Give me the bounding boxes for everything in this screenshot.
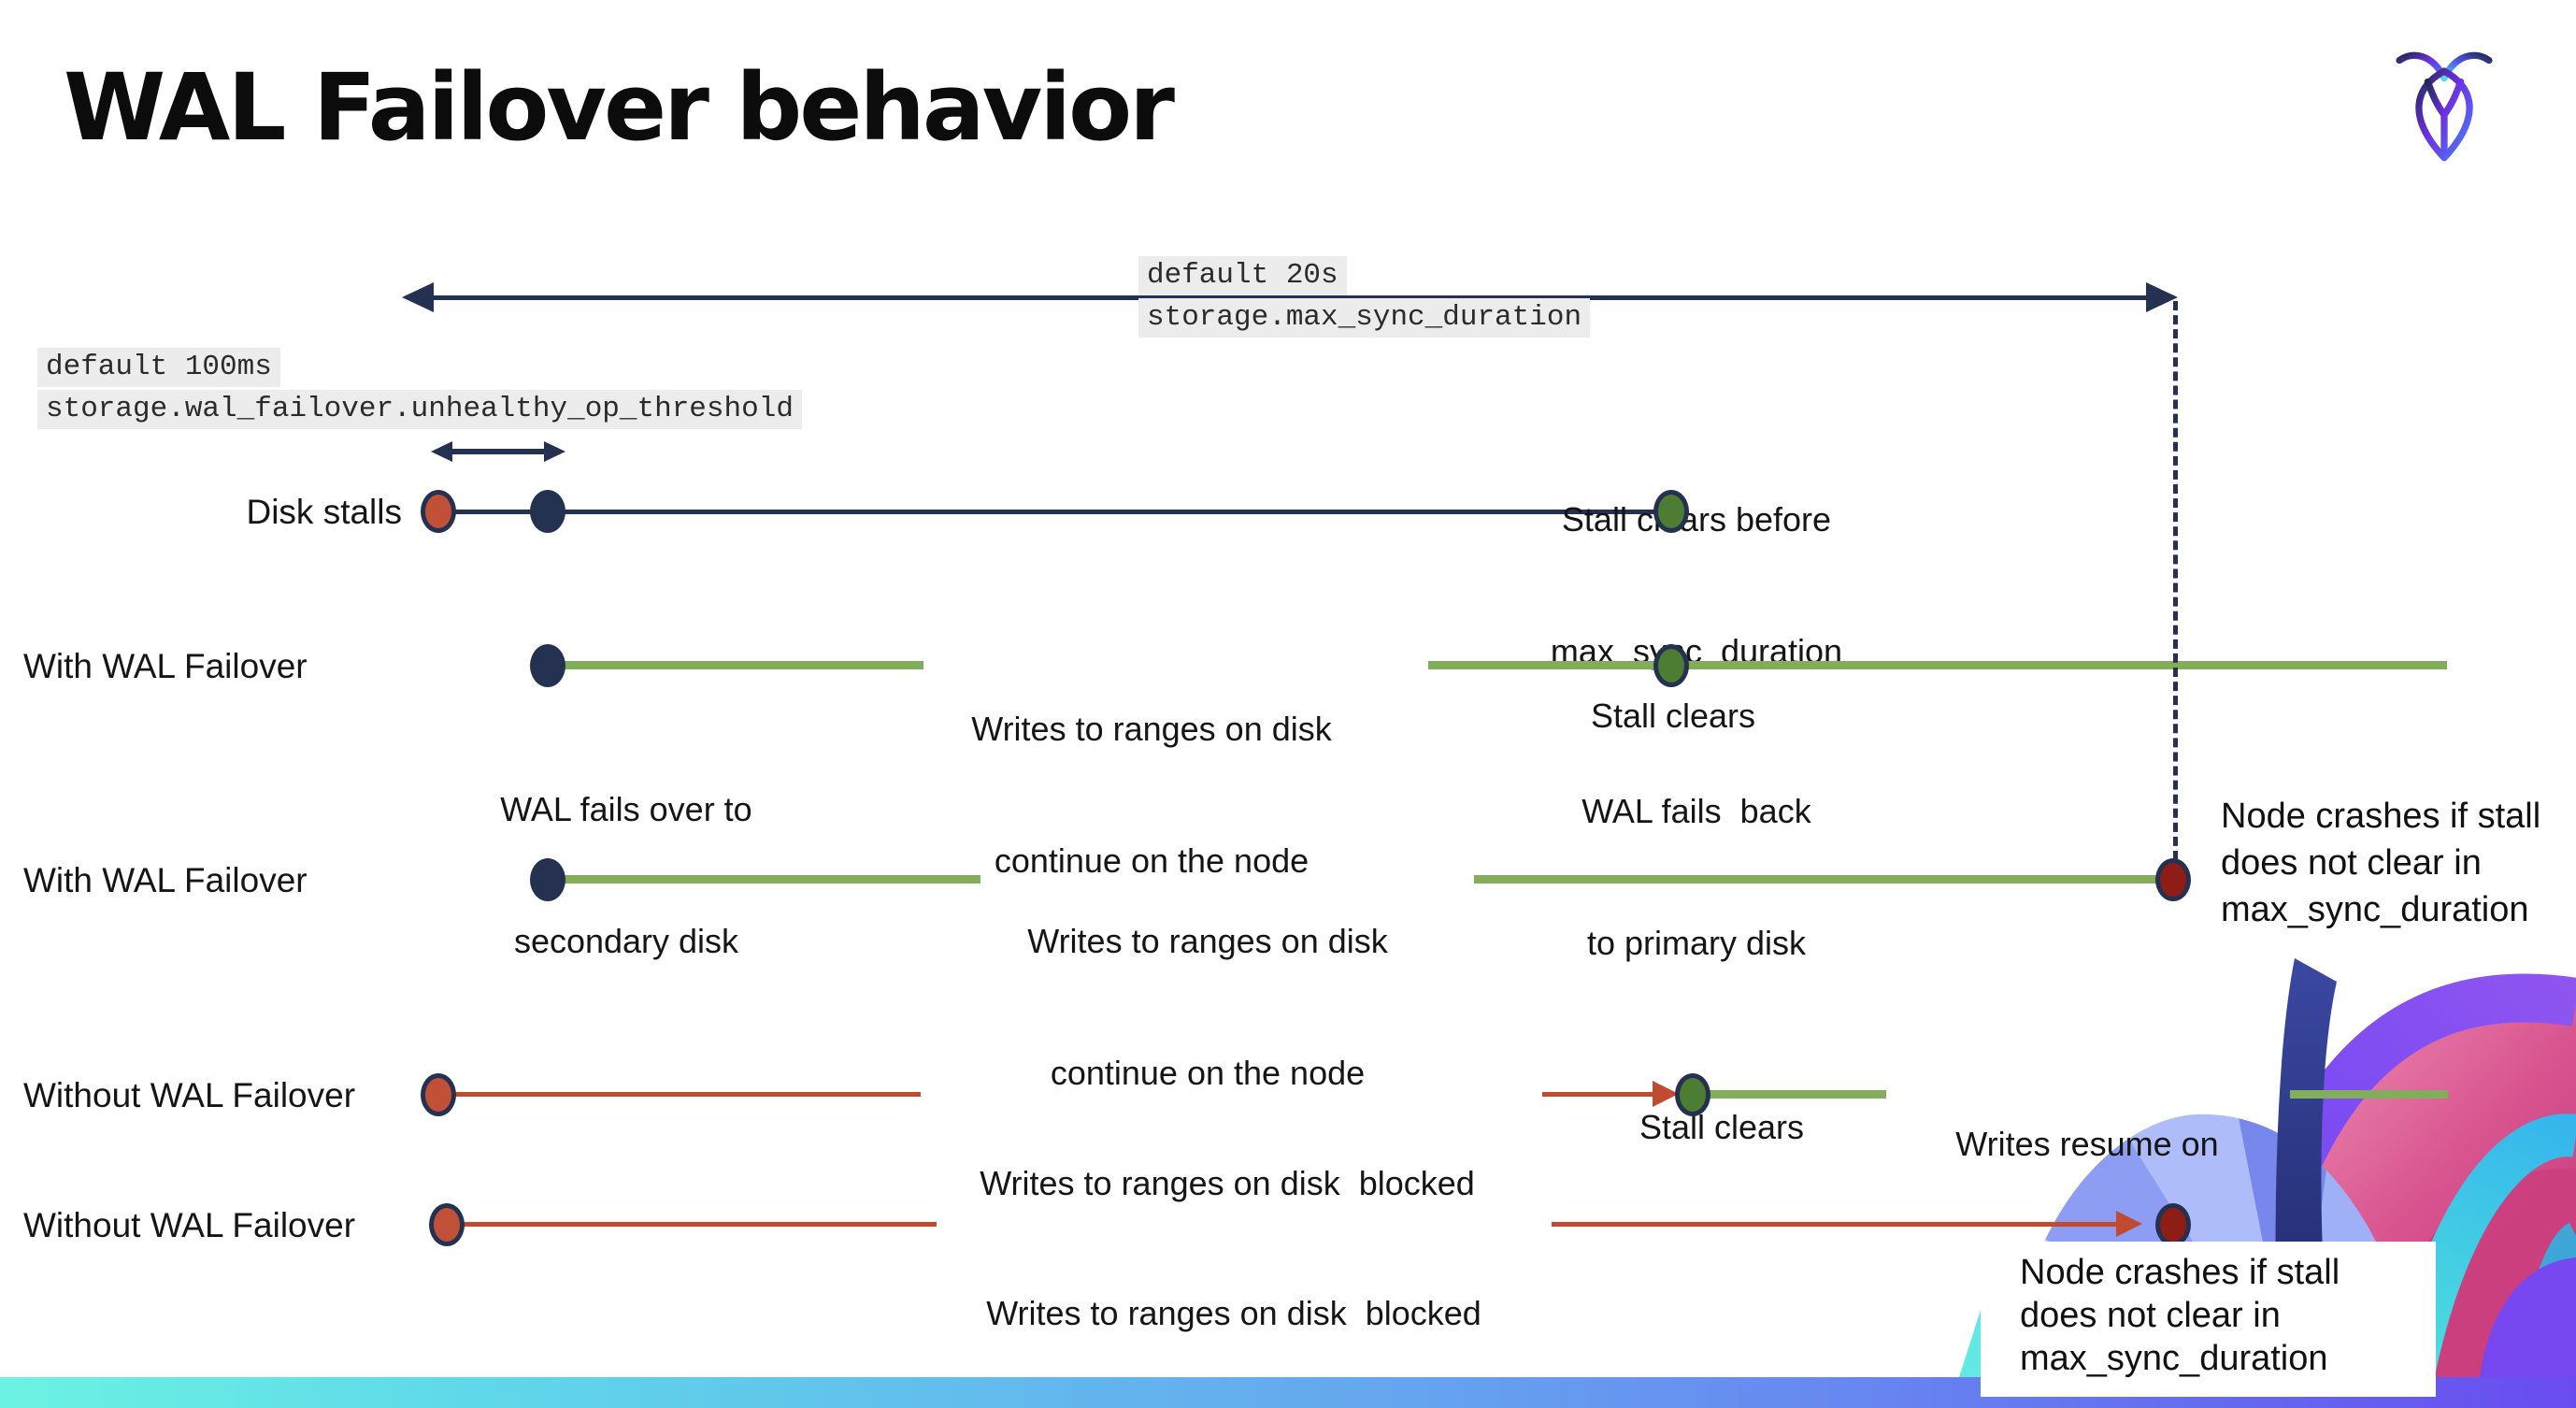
writes-continue-annotation-2: Writes to ranges on disk continue on the… (1027, 922, 1388, 1092)
stall-start-dot-1 (421, 1073, 456, 1116)
max-sync-setting-label: default 20s storage.max_sync_duration (1138, 256, 1591, 340)
blocked-writes-line-2 (456, 1222, 937, 1227)
node-crash-dot-bottom (2155, 1203, 2191, 1246)
healthy-writes-line-1b (1428, 661, 2447, 669)
row-label-with-failover-2: With WAL Failover (23, 861, 308, 899)
healthy-writes-line-1a (555, 661, 923, 669)
unhealthy-op-default-code: default 100ms (37, 348, 280, 387)
healthy-writes-line-2b (1474, 875, 2173, 884)
healthy-writes-line-2a (555, 875, 980, 884)
node-crash-dot-top (2155, 858, 2191, 901)
threshold-arrow-line (451, 449, 546, 454)
max-sync-arrow-left-head (402, 282, 434, 312)
stall-clears-before-dot (1653, 490, 1689, 533)
writes-continue-annotation-1: Writes to ranges on disk continue on the… (971, 710, 1332, 880)
stall-clears-mid-annotation: Stall clears (1590, 697, 1756, 735)
writes-blocked-annotation-1: Writes to ranges on disk blocked (980, 1164, 1475, 1202)
max-sync-arrow-right-head (2146, 282, 2178, 312)
max-sync-default-code: default 20s (1138, 256, 1347, 295)
page-title: WAL Failover behavior (64, 54, 1175, 162)
blocked-arrow-head-1 (1653, 1081, 1679, 1107)
blocked-arrow-head-2 (2116, 1211, 2142, 1237)
stall-clears-bottom-annotation: Stall clears (1639, 1108, 1805, 1146)
threshold-arrow-right-head (544, 441, 565, 462)
node-crashes-bottom-annotation: Node crashes if stall does not clear in … (2020, 1253, 2340, 1378)
wal-fails-over-annotation: WAL fails over to secondary disk (500, 790, 752, 960)
blocked-arrow-line-2 (1552, 1222, 2116, 1227)
blocked-arrow-line-1 (1542, 1092, 1653, 1097)
max-sync-arrow-line (432, 295, 2146, 300)
disk-stalls-timeline (438, 510, 1671, 514)
failover-start-dot-1 (530, 644, 565, 687)
writes-resume-line-1a (1703, 1090, 1886, 1099)
unhealthy-op-setting-label: default 100ms storage.wal_failover.unhea… (37, 348, 802, 432)
stall-clears-bottom-dot (1675, 1073, 1710, 1116)
row-label-disk-stalls: Disk stalls (246, 493, 402, 531)
stall-clears-mid-dot (1653, 644, 1689, 687)
node-crash-callout: Node crashes if stall does not clear in … (1981, 1242, 2436, 1397)
threshold-arrow-left-head (431, 441, 452, 462)
stall-start-dot-2 (429, 1203, 465, 1246)
unhealthy-op-setting-code: storage.wal_failover.unhealthy_op_thresh… (37, 390, 802, 429)
max-sync-setting-code: storage.max_sync_duration (1138, 298, 1591, 338)
row-label-with-failover-1: With WAL Failover (23, 647, 308, 685)
writes-blocked-annotation-2: Writes to ranges on disk blocked (986, 1294, 1481, 1332)
disk-stall-start-dot (421, 490, 456, 533)
row-label-without-failover-2: Without WAL Failover (23, 1206, 356, 1244)
failover-start-dot-2 (530, 858, 565, 901)
blocked-writes-line-1 (448, 1092, 921, 1097)
cockroach-logo-icon (2396, 51, 2493, 162)
max-sync-deadline-dashed-line (2173, 301, 2178, 860)
wal-fails-back-annotation: WAL fails back to primary disk (1581, 792, 1811, 962)
threshold-reached-dot (530, 490, 565, 533)
node-crashes-top-annotation: Node crashes if stall does not clear in … (2221, 797, 2541, 929)
writes-resume-line-1b (2290, 1090, 2448, 1099)
row-label-without-failover-1: Without WAL Failover (23, 1076, 356, 1114)
